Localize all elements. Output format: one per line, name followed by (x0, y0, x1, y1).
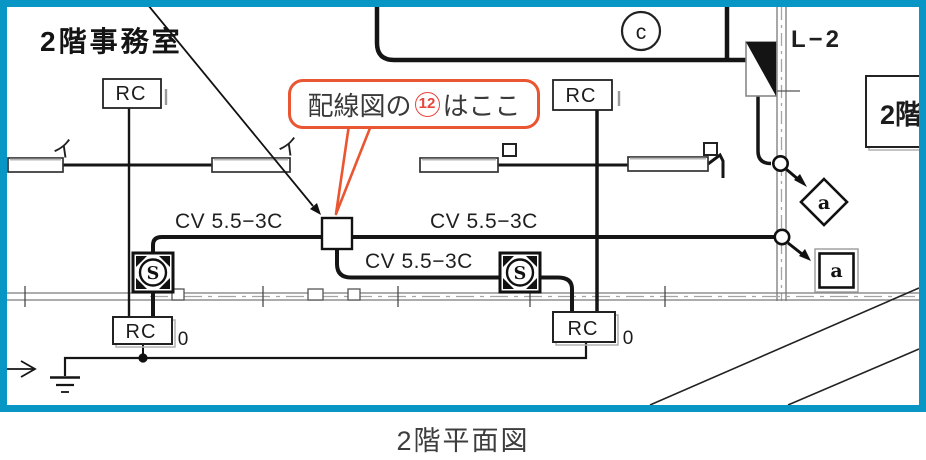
s-label: S (514, 264, 527, 284)
rc-label: RC (568, 318, 599, 340)
callout-tail (334, 116, 376, 216)
cable-label-left: CV 5.5−3C (175, 210, 283, 233)
circuit-l2-label: L−2 (791, 26, 843, 53)
rc-box-bottom-left: RC 0 (112, 316, 189, 350)
fluorescent-fixture-icon (7, 157, 64, 173)
s2-exit-run (540, 275, 574, 313)
circled-12-marker: 12 (414, 91, 440, 117)
power-lines (127, 7, 774, 318)
callout-text-prefix: 配線図の (307, 90, 412, 121)
i-mark-label: イ (50, 135, 76, 164)
s-switch-box-left: S (131, 251, 175, 294)
arrow-to-square-a (787, 241, 811, 261)
wall-outlet-circle (773, 228, 791, 246)
a-label: a (830, 260, 842, 282)
zero-subscript: 0 (178, 329, 189, 350)
arrow-to-diamond-a (785, 167, 807, 187)
fluorescent-fixture-icon (627, 156, 709, 172)
wall-bottom (7, 286, 919, 307)
square-a-symbol: a (814, 248, 859, 293)
rc-box-top-right: RC (552, 79, 621, 111)
rc-box-bottom-right: RC 0 (552, 311, 634, 349)
cv-main-run (151, 235, 774, 253)
diagram-frame: RC RC RC 0 RC 0 (0, 0, 926, 412)
rc-label: RC (566, 85, 597, 107)
floor2-label: 2階 (880, 100, 922, 130)
i-mark-label: イ (275, 133, 301, 162)
a-label: a (818, 192, 830, 214)
continuation-arrow-icon (7, 360, 37, 378)
ground-circuit (7, 343, 588, 393)
cable-label-branch: CV 5.5−3C (365, 250, 473, 273)
ro-mark-square (502, 143, 517, 157)
room-title: 2階事務室 (40, 26, 183, 57)
stairs-lines (649, 287, 919, 405)
circled-c-symbol: c (620, 10, 662, 52)
fluorescent-fixture-icon (419, 157, 499, 173)
diamond-a-symbol: a (799, 177, 849, 227)
rc-box-top-left: RC (102, 78, 168, 109)
c-label: c (636, 21, 647, 44)
zero-subscript: 0 (623, 328, 634, 349)
fluorescent-fixture-icon (211, 157, 291, 173)
floor-plan-drawing: RC RC RC 0 RC 0 (7, 7, 922, 405)
callout-text-suffix: はここ (442, 90, 521, 121)
s-label: S (147, 264, 160, 284)
feeder-top-run (374, 7, 746, 63)
lighting-fixtures (7, 142, 725, 178)
floor2-tag-box: 2階 (865, 75, 922, 151)
ground-icon (50, 376, 80, 393)
board-drop-line (756, 96, 772, 166)
callout-bubble: 配線図の 12 はここ (288, 79, 540, 129)
rc-label: RC (116, 83, 147, 105)
ro-mark-square (703, 142, 718, 156)
junction-dot (138, 353, 148, 363)
cv-branch-run (335, 249, 500, 280)
figure-caption: 2階平面図 (396, 426, 530, 456)
wall-outlet-circle (771, 155, 789, 173)
junction-box (320, 216, 354, 251)
pointer-arrow (148, 7, 321, 215)
distribution-board-icon (745, 41, 777, 97)
rc-label: RC (126, 321, 157, 343)
cable-label-right: CV 5.5−3C (430, 210, 538, 233)
s-switch-box-right: S (498, 251, 542, 294)
